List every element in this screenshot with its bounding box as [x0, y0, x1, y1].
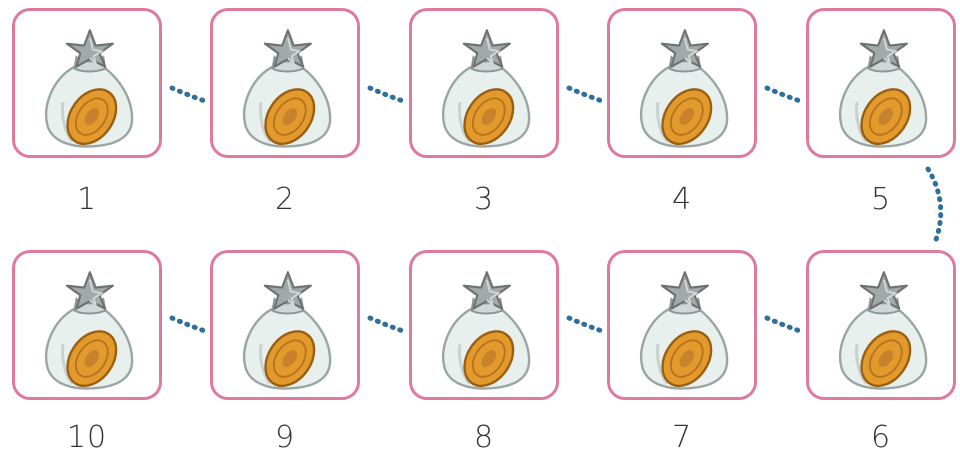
money-bag-icon [442, 271, 531, 390]
tile-number: 1 [76, 182, 98, 217]
tile-number: 2 [274, 182, 296, 217]
money-bag-icon [45, 271, 134, 390]
tile-8 [409, 250, 559, 400]
tile-6 [806, 250, 956, 400]
tile-1 [12, 8, 162, 158]
connector-1-2 [169, 85, 211, 105]
connector-8-9 [367, 315, 409, 335]
connector-9-10 [169, 315, 211, 335]
tile-7 [607, 250, 757, 400]
tile-number: 9 [274, 420, 296, 455]
connector-7-8 [566, 315, 608, 335]
money-bag-icon [839, 29, 928, 148]
connector-3-4 [566, 85, 608, 105]
money-bag-icon [45, 29, 134, 148]
money-bag-icon [442, 29, 531, 148]
tile-number: 7 [671, 420, 693, 455]
tile-number: 8 [473, 420, 495, 455]
connector-5-6 [925, 166, 944, 248]
tile-10 [12, 250, 162, 400]
tile-number: 4 [671, 182, 693, 217]
money-bag-icon [243, 29, 332, 148]
connector-4-5 [764, 85, 806, 105]
tile-9 [210, 250, 360, 400]
tile-2 [210, 8, 360, 158]
tile-4 [607, 8, 757, 158]
money-bag-icon [640, 271, 729, 390]
tile-3 [409, 8, 559, 158]
tile-number: 5 [870, 182, 892, 217]
money-bag-icon [839, 271, 928, 390]
tile-number: 6 [870, 420, 892, 455]
connector-2-3 [367, 85, 409, 105]
tile-5 [806, 8, 956, 158]
tile-number: 10 [66, 420, 108, 455]
money-bag-icon [243, 271, 332, 390]
money-bag-icon [640, 29, 729, 148]
tile-number: 3 [473, 182, 495, 217]
connector-6-7 [764, 315, 806, 335]
